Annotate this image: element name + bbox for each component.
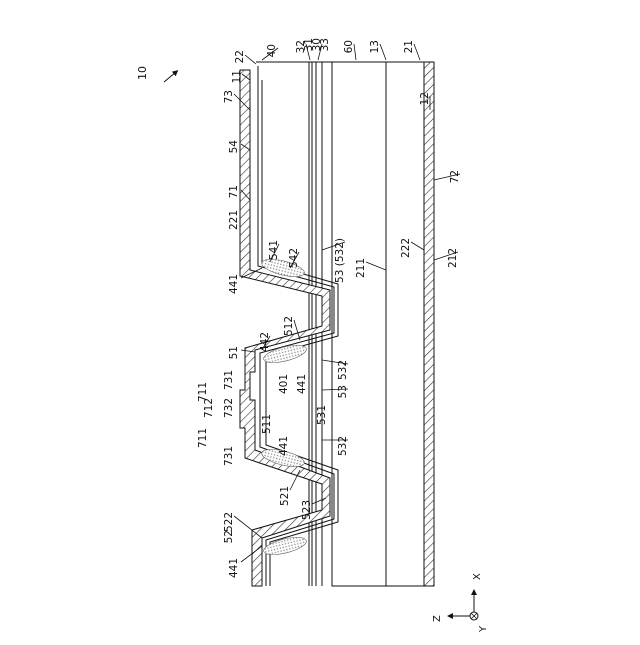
ref-label-16: 541: [268, 240, 280, 260]
ref-label-13: 72: [449, 170, 461, 183]
leader-line-0: [245, 55, 256, 64]
axis-z-label: Z: [432, 615, 443, 622]
ref-label-24: 512: [283, 316, 295, 336]
figure-arrow: [164, 72, 176, 82]
ref-label-32: 53: [337, 385, 349, 398]
axis-y-label: Y: [478, 625, 489, 633]
ref-label-38: 441: [278, 436, 290, 456]
ref-label-25: 51: [228, 346, 240, 359]
ref-label-31: 712: [203, 398, 215, 418]
figure-id-label: 10: [136, 66, 149, 80]
ref-label-43: 52: [223, 530, 235, 543]
ref-label-27: 401: [278, 374, 290, 394]
ref-label-28: 441: [296, 374, 308, 394]
ref-label-11: 12: [419, 92, 431, 105]
ref-label-9: 11: [231, 70, 243, 83]
ref-label-22: 441: [228, 274, 240, 294]
leader-line-28: [234, 516, 262, 538]
ref-label-17: 542: [288, 248, 300, 268]
ref-label-6: 60: [343, 40, 355, 53]
ref-label-44: 441: [228, 558, 240, 578]
ref-label-14: 71: [228, 185, 240, 198]
ref-label-15: 221: [228, 210, 240, 230]
ref-label-33: 732: [223, 398, 235, 418]
ref-label-34: 511: [261, 414, 273, 434]
axis-x-label: X: [472, 573, 483, 580]
ref-label-37: 731: [223, 446, 235, 466]
ref-label-10: 73: [223, 90, 235, 103]
ref-label-41: 523: [301, 500, 313, 520]
ref-label-18: 53 (532): [334, 238, 346, 283]
layer-13: [332, 62, 386, 586]
ref-label-7: 13: [369, 40, 381, 53]
layer-72: [424, 62, 434, 586]
ref-label-20: 222: [400, 238, 412, 258]
ref-label-19: 211: [355, 258, 367, 278]
ref-label-35: 531: [316, 405, 328, 425]
ref-label-8: 21: [403, 40, 415, 53]
axis-indicator: X Z Y: [432, 573, 489, 633]
ref-label-26: 731: [223, 370, 235, 390]
ref-label-0: 22: [234, 50, 246, 63]
ref-label-36: 711: [197, 428, 209, 448]
ref-label-12: 54: [228, 140, 240, 154]
ref-label-21: 212: [447, 248, 459, 268]
ref-label-42: 522: [223, 512, 235, 532]
ref-label-40: 521: [279, 486, 291, 506]
ref-label-39: 532: [337, 436, 349, 456]
ref-label-23: 442: [259, 332, 271, 352]
